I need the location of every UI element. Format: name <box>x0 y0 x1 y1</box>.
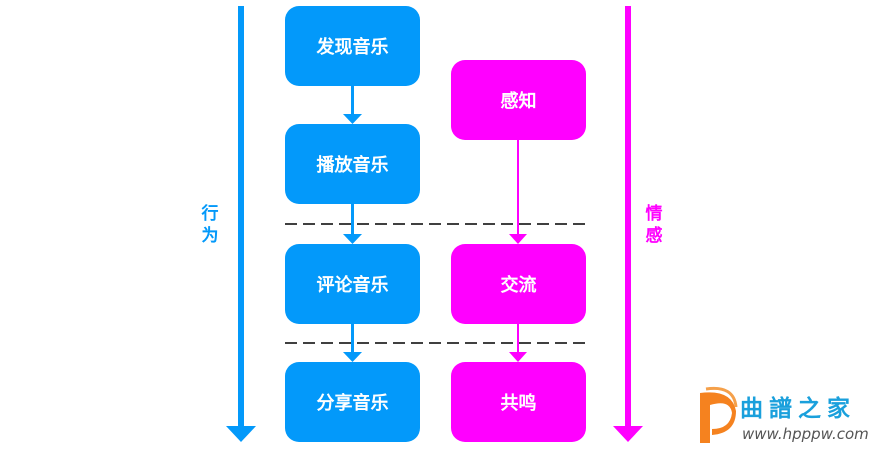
watermark-title: 曲譜之家 <box>740 395 856 422</box>
logo-p-icon <box>700 386 738 443</box>
emotion-perceive: 感知 <box>451 60 586 140</box>
step-share-music: 分享音乐 <box>285 362 420 442</box>
emotion-resonate: 共鸣 <box>451 362 586 442</box>
emotion-axis-arrow <box>613 6 643 442</box>
behavior-axis-arrow <box>226 6 256 442</box>
connector-play-to-comment <box>343 204 362 244</box>
step-comment-music: 评论音乐 <box>285 244 420 324</box>
connector-discover-to-play <box>343 86 362 124</box>
watermark-url: www.hpppw.com <box>742 425 869 443</box>
connector-communicate-to-resonate <box>509 324 527 362</box>
behavior-axis-label: 行为 <box>201 204 219 246</box>
connector-perceive-to-communicate <box>509 140 527 244</box>
step-discover-music: 发现音乐 <box>285 6 420 86</box>
connector-comment-to-share <box>343 324 362 362</box>
emotion-axis-label: 情感 <box>645 204 663 246</box>
watermark-logo: 曲譜之家 www.hpppw.com <box>690 385 880 450</box>
step-play-music: 播放音乐 <box>285 124 420 204</box>
emotion-communicate: 交流 <box>451 244 586 324</box>
